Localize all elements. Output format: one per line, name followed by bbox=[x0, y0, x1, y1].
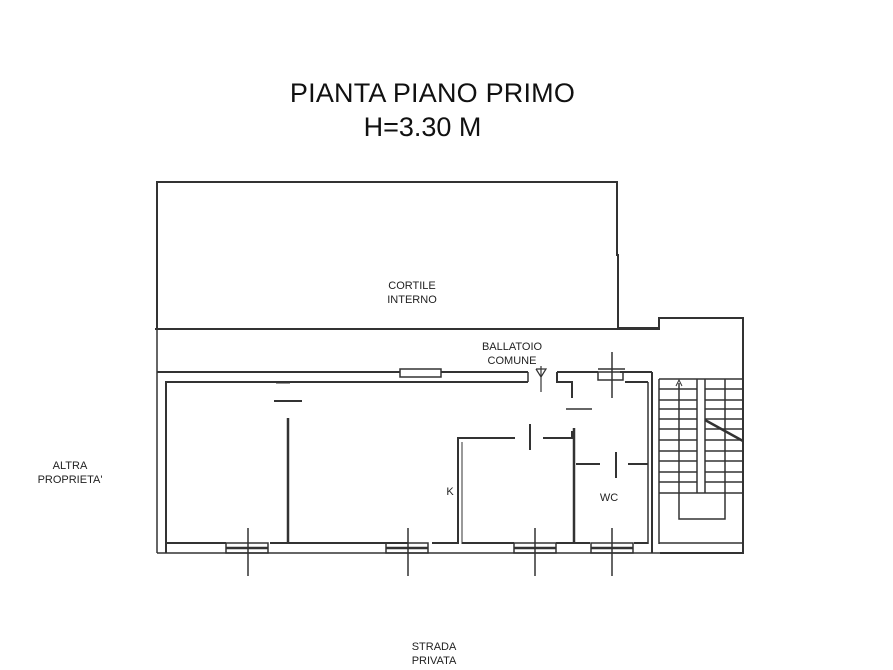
window-2 bbox=[385, 528, 429, 576]
neighbor-label-line1: ALTRA bbox=[52, 460, 88, 472]
balcony-label-line2: COMUNE bbox=[487, 355, 537, 367]
neighbor-label-line2: PROPRIETA' bbox=[37, 474, 103, 486]
stair-treads bbox=[659, 388, 743, 494]
road-label-line2: PRIVATA bbox=[411, 655, 457, 667]
road-label-line1: STRADA bbox=[411, 641, 457, 653]
entrance-symbol bbox=[535, 366, 548, 392]
window-3 bbox=[513, 528, 557, 576]
balcony-label-line1: BALLATOIO bbox=[481, 341, 543, 353]
neighbor-property-label: ALTRA PROPRIETA' bbox=[30, 459, 110, 487]
ceiling-height-label: H=3.30 M bbox=[363, 112, 482, 142]
balcony-label: BALLATOIO COMUNE bbox=[472, 340, 552, 368]
courtyard-label-line2: INTERNO bbox=[387, 294, 437, 306]
stairwell-outline bbox=[617, 317, 744, 554]
plan-title: PIANTA PIANO PRIMO bbox=[289, 78, 576, 108]
courtyard-label-line1: CORTILE bbox=[388, 280, 436, 292]
courtyard-label: CORTILE INTERNO bbox=[372, 279, 452, 307]
courtyard-outline bbox=[155, 181, 660, 330]
kitchen-label: K bbox=[446, 486, 454, 498]
window-4 bbox=[590, 528, 634, 576]
private-road-label: STRADA PRIVATA bbox=[394, 640, 474, 668]
wc-label: WC bbox=[599, 492, 619, 504]
window-1 bbox=[225, 528, 269, 576]
